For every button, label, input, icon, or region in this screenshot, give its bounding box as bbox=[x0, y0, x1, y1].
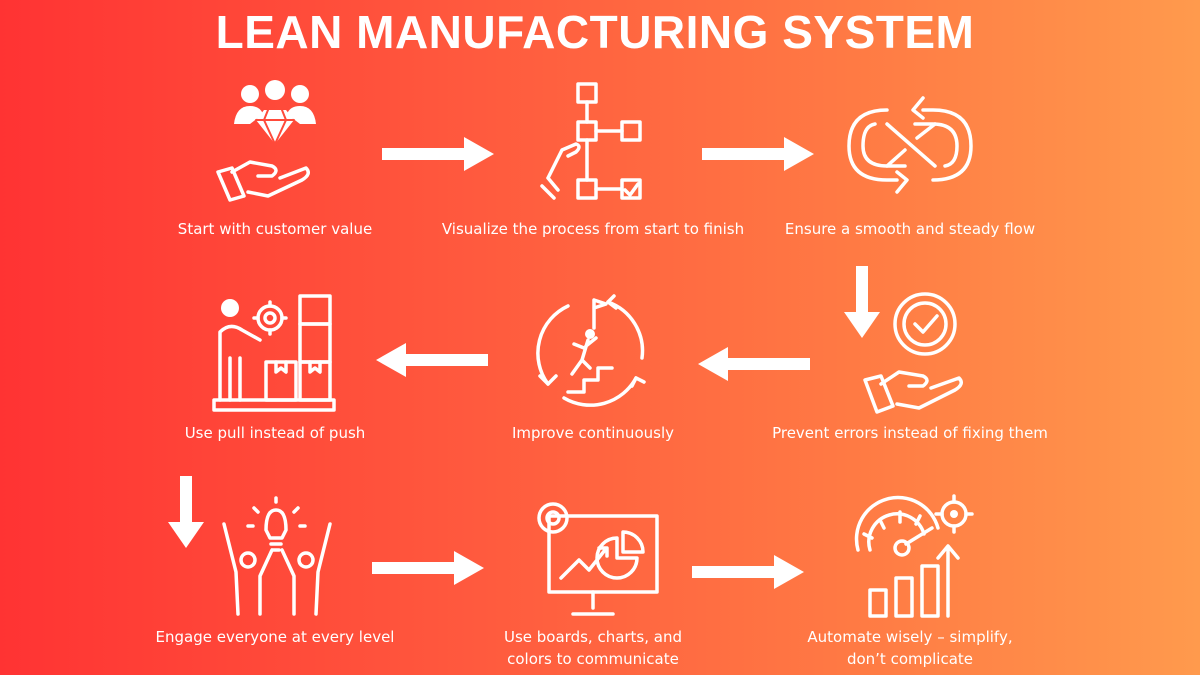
step-label: Use boards, charts, and colors to commun… bbox=[503, 628, 683, 668]
arrow-right-icon bbox=[692, 555, 804, 589]
check-in-hand-icon bbox=[863, 292, 963, 414]
step-visualize-process: Visualize the process from start to fini… bbox=[423, 80, 763, 240]
arrow-right-icon bbox=[382, 137, 494, 171]
continuous-improvement-icon bbox=[536, 294, 646, 407]
step-label: Start with customer value bbox=[177, 220, 373, 238]
pull-system-icon bbox=[212, 294, 336, 412]
arrow-right-icon bbox=[702, 137, 814, 171]
arrow-left-icon bbox=[376, 343, 488, 377]
step-prevent-errors: Prevent errors instead of fixing them bbox=[740, 288, 1080, 444]
customer-value-icon bbox=[216, 80, 316, 202]
step-smooth-flow: Ensure a smooth and steady flow bbox=[740, 80, 1080, 240]
step-visual-communication: Use boards, charts, and colors to commun… bbox=[423, 494, 763, 670]
step-improve-continuously: Improve continuously bbox=[423, 288, 763, 444]
step-label: Use pull instead of push bbox=[184, 424, 366, 442]
step-customer-value: Start with customer value bbox=[105, 80, 445, 240]
step-label: Visualize the process from start to fini… bbox=[441, 220, 745, 238]
step-engage-everyone: Engage everyone at every level bbox=[105, 494, 445, 648]
step-label: Improve continuously bbox=[512, 424, 674, 442]
arrow-right-icon bbox=[372, 551, 484, 585]
page-title: LEAN MANUFACTURING SYSTEM bbox=[215, 6, 975, 58]
step-label: Ensure a smooth and steady flow bbox=[784, 220, 1036, 238]
flow-cycle-icon bbox=[847, 96, 973, 194]
team-idea-icon bbox=[222, 496, 332, 616]
step-automate-wisely: Automate wisely – simplify, don’t compli… bbox=[740, 494, 1080, 670]
arrow-down-icon bbox=[844, 266, 880, 338]
arrow-left-icon bbox=[698, 347, 810, 381]
process-map-icon bbox=[540, 82, 642, 200]
automation-growth-icon bbox=[854, 494, 974, 618]
arrow-down-icon bbox=[168, 476, 204, 548]
step-label: Automate wisely – simplify, don’t compli… bbox=[807, 628, 1013, 668]
step-label: Engage everyone at every level bbox=[155, 628, 395, 646]
dashboard-icon bbox=[537, 502, 659, 616]
step-pull-not-push: Use pull instead of push bbox=[105, 288, 445, 444]
step-label: Prevent errors instead of fixing them bbox=[772, 424, 1048, 442]
